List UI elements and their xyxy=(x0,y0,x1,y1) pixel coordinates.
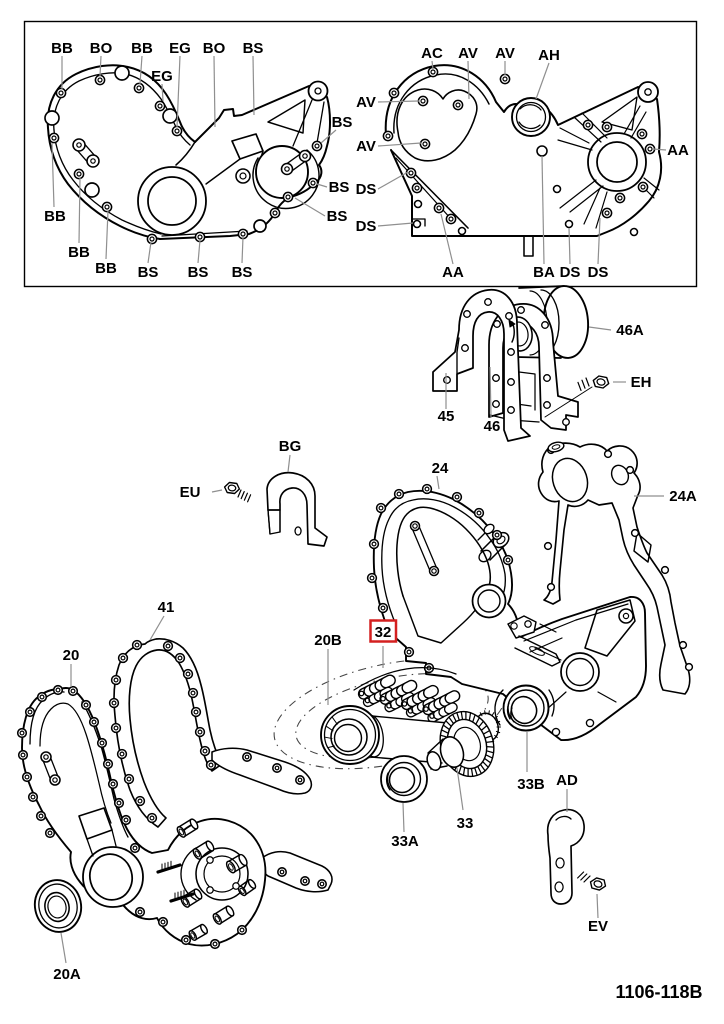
svg-text:BG: BG xyxy=(279,438,302,455)
svg-text:AA: AA xyxy=(667,142,689,159)
svg-text:EH: EH xyxy=(631,374,652,391)
svg-text:BB: BB xyxy=(95,260,117,277)
svg-text:BB: BB xyxy=(44,208,66,225)
svg-text:EG: EG xyxy=(169,40,191,57)
svg-text:BA: BA xyxy=(533,264,555,281)
svg-text:1106-118B: 1106-118B xyxy=(615,982,702,1002)
svg-text:BS: BS xyxy=(232,264,253,281)
svg-text:AD: AD xyxy=(556,772,578,789)
svg-text:AA: AA xyxy=(442,264,464,281)
svg-text:BO: BO xyxy=(90,40,113,57)
svg-text:DS: DS xyxy=(356,181,377,198)
svg-text:46A: 46A xyxy=(616,322,644,339)
svg-text:BS: BS xyxy=(243,40,264,57)
svg-text:BS: BS xyxy=(332,114,353,131)
svg-text:AV: AV xyxy=(495,45,515,62)
svg-text:45: 45 xyxy=(438,408,455,425)
svg-text:20A: 20A xyxy=(53,966,81,983)
svg-text:41: 41 xyxy=(158,599,175,616)
svg-text:33: 33 xyxy=(457,815,474,832)
svg-text:AV: AV xyxy=(458,45,478,62)
svg-text:DS: DS xyxy=(560,264,581,281)
svg-text:24A: 24A xyxy=(669,488,697,505)
svg-text:BB: BB xyxy=(68,244,90,261)
svg-text:DS: DS xyxy=(356,218,377,235)
svg-text:BS: BS xyxy=(329,179,350,196)
svg-text:33A: 33A xyxy=(391,833,419,850)
svg-text:BB: BB xyxy=(131,40,153,57)
svg-text:33B: 33B xyxy=(517,776,545,793)
svg-text:BO: BO xyxy=(203,40,226,57)
svg-text:24: 24 xyxy=(432,460,449,477)
svg-text:20B: 20B xyxy=(314,632,342,649)
svg-text:AV: AV xyxy=(356,94,376,111)
svg-text:EG: EG xyxy=(151,68,173,85)
svg-text:BS: BS xyxy=(188,264,209,281)
svg-text:BS: BS xyxy=(138,264,159,281)
svg-text:BB: BB xyxy=(51,40,73,57)
svg-text:EU: EU xyxy=(180,484,201,501)
svg-text:AH: AH xyxy=(538,47,560,64)
svg-text:46: 46 xyxy=(484,418,501,435)
svg-text:EV: EV xyxy=(588,918,608,935)
svg-text:BS: BS xyxy=(327,208,348,225)
svg-text:32: 32 xyxy=(375,624,392,641)
svg-text:20: 20 xyxy=(63,647,80,664)
svg-text:AV: AV xyxy=(356,138,376,155)
svg-text:AC: AC xyxy=(421,45,443,62)
svg-text:DS: DS xyxy=(588,264,609,281)
